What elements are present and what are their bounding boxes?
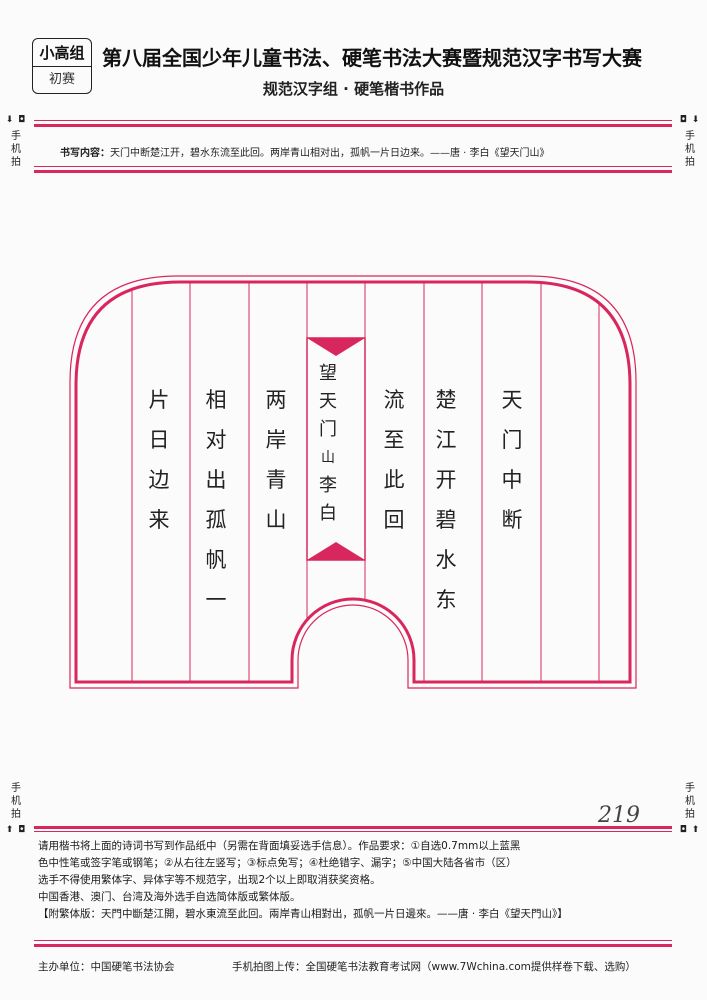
requirements-block: 请用楷书将上面的诗词书写到作品纸中（另需在背面填妥选手信息）。作品要求：①自选0… — [38, 838, 668, 923]
poem-column-6: 片日边来 — [148, 388, 170, 532]
requirements-line: 中国香港、澳门、台湾及海外选手自选简体版或繁体版。 — [38, 891, 301, 903]
bottom-rule-thin — [34, 831, 672, 832]
organizer: 主办单位：中国硬笔书法协会 — [38, 961, 175, 973]
poem-column-2: 楚江开碧水东 — [435, 388, 457, 612]
requirements-line: 选手不得使用繁体字、异体字等不规范字，出现2个以上即取消获奖资格。 — [38, 874, 381, 886]
content-rule-thin — [34, 166, 672, 167]
side-label-left-bottom: 手 机 拍 — [11, 783, 21, 820]
camera-icon-right-bottom: ◘ ⬆ — [679, 825, 701, 835]
top-rule-thick — [34, 124, 672, 127]
top-rule-thin — [34, 120, 672, 121]
upload-info: 手机拍图上传：全国硬笔书法教育考试网（www.7Wchina.com提供样卷下载… — [232, 961, 636, 973]
writing-content-text: 天门中断楚江开，碧水东流至此回。两岸青山相对出，孤帆一片日边来。——唐 · 李白… — [110, 148, 550, 159]
poem-column-4: 两岸青山 — [265, 388, 287, 532]
poem-column-5: 相对出孤帆一 — [205, 388, 227, 612]
side-label-left-top: 手 机 拍 — [11, 131, 21, 168]
writing-content-label: 书写内容： — [60, 148, 110, 159]
group-badge: 小高组 初赛 — [32, 38, 92, 94]
title-panel-bottom-mark — [307, 542, 365, 560]
poem-title-column: 望 天 门 山 李 白 — [319, 363, 337, 524]
poem-column-3: 流至此回 — [383, 388, 405, 532]
page-subtitle: 规范汉字组 · 硬笔楷书作品 — [262, 80, 445, 98]
page-title: 第八届全国少年儿童书法、硬笔书法大赛暨规范汉字书写大赛 — [102, 46, 642, 70]
footer-rule-thin — [34, 940, 672, 941]
poem-column-1: 天门中断 — [501, 388, 523, 532]
camera-icon-right: ◘ ⬇ — [679, 115, 701, 125]
entry-number: 219 — [598, 803, 640, 828]
footer-rule-thick — [34, 944, 672, 947]
bottom-rule-thick — [34, 826, 672, 829]
requirements-line: 【附繁体版：天門中斷楚江開，碧水東流至此回。兩岸青山相對出，孤帆一片日邊來。——… — [38, 908, 568, 920]
round-label: 初赛 — [48, 72, 75, 87]
group-label: 小高组 — [33, 39, 91, 67]
side-label-right-bottom: 手 机 拍 — [685, 783, 695, 820]
camera-icon-left-bottom: ⬆ ◘ — [5, 825, 27, 835]
writing-content: 书写内容：天门中断楚江开，碧水东流至此回。两岸青山相对出，孤帆一片日边来。——唐… — [60, 144, 660, 159]
content-rule-thick — [34, 170, 672, 173]
requirements-line: 色中性笔或签字笔或钢笔；②从右往左竖写；③标点免写；④杜绝错字、漏字；⑤中国大陆… — [38, 857, 517, 869]
side-label-right-top: 手 机 拍 — [685, 131, 695, 168]
form-outer-border — [69, 275, 637, 689]
requirements-line: 请用楷书将上面的诗词书写到作品纸中（另需在背面填妥选手信息）。作品要求：①自选0… — [38, 840, 521, 852]
form-inner-border — [74, 280, 632, 684]
title-panel-top-mark — [307, 338, 365, 356]
camera-icon-left: ⬇ ◘ — [5, 115, 27, 125]
